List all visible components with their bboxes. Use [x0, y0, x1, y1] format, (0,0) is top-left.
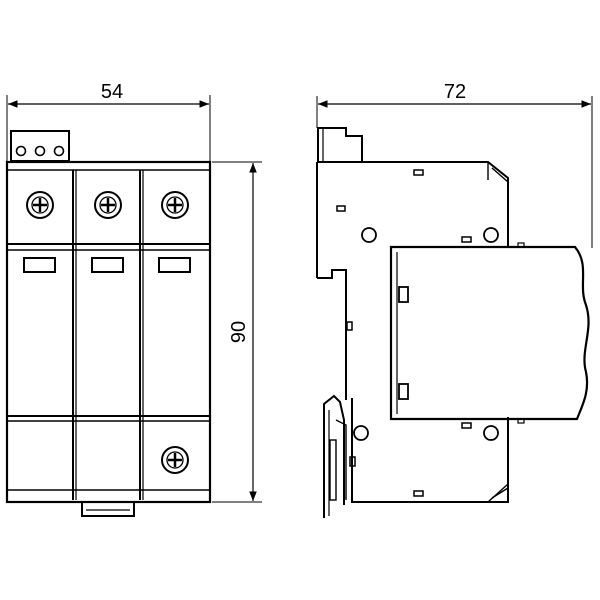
height-dimension-label: 90: [228, 321, 250, 343]
terminal-screw-1: [26, 191, 54, 219]
status-window-1: [23, 257, 56, 273]
status-window-3: [158, 257, 191, 273]
terminal-screw-3: [161, 191, 189, 219]
status-window-2: [91, 257, 124, 273]
width-dimension-label: 54: [101, 81, 123, 103]
side-base-lower: [351, 398, 509, 503]
depth-dimension: 72: [316, 81, 593, 248]
din-rail-clip: [81, 502, 135, 517]
depth-dimension-label: 72: [444, 81, 466, 103]
front-view: [5, 130, 212, 517]
terminal-screw-2: [94, 191, 122, 219]
side-base-upper: [317, 161, 509, 247]
terminal-screw-bottom: [161, 446, 189, 474]
plug-in-module: [389, 242, 590, 424]
height-dimension: 90: [212, 161, 262, 503]
width-dimension: 54: [6, 81, 211, 162]
top-connector-block: [10, 130, 70, 162]
side-view: [316, 127, 590, 518]
front-body-outline: [5, 160, 212, 504]
side-din-clip: [323, 394, 347, 518]
